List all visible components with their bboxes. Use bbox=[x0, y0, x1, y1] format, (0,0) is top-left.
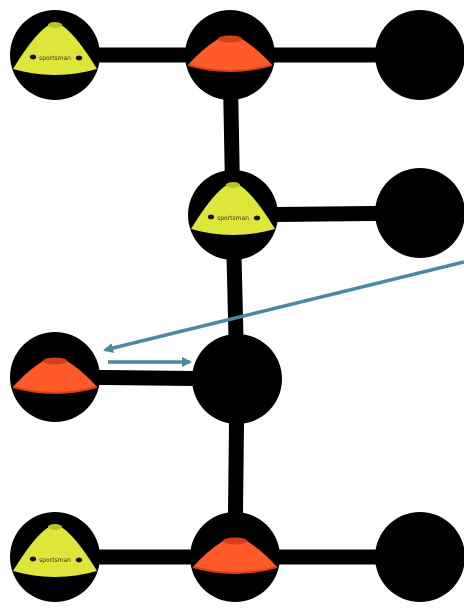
cone-brand-label: sportsman bbox=[39, 55, 71, 62]
node-n7 bbox=[192, 334, 282, 424]
yellow-cone-icon: sportsman bbox=[13, 22, 97, 75]
node-n3 bbox=[375, 10, 464, 100]
connector-lines bbox=[54, 47, 421, 565]
node-n6 bbox=[10, 332, 100, 422]
yellow-cone-icon: sportsman bbox=[13, 524, 97, 577]
node-n9 bbox=[190, 512, 280, 602]
node-n5 bbox=[375, 168, 464, 258]
node-circle bbox=[375, 168, 464, 258]
cone-brand-label: sportsman bbox=[39, 557, 71, 564]
cone-brand-label: sportsman bbox=[217, 215, 249, 222]
movement-arrows bbox=[103, 260, 464, 367]
node-n8: sportsman bbox=[10, 512, 100, 602]
node-n2 bbox=[185, 10, 275, 100]
node-circle bbox=[375, 512, 464, 602]
node-n1: sportsman bbox=[10, 10, 100, 100]
yellow-cone-icon: sportsman bbox=[191, 182, 275, 235]
orange-cone-icon bbox=[12, 357, 98, 394]
node-n4: sportsman bbox=[188, 170, 278, 260]
orange-cone-icon bbox=[187, 35, 273, 72]
node-circle bbox=[192, 334, 282, 424]
node-n10 bbox=[375, 512, 464, 602]
movement-arrow bbox=[103, 260, 464, 353]
nodes: sportsman sportsman sportsman bbox=[10, 10, 464, 602]
node-circle bbox=[375, 10, 464, 100]
orange-cone-icon bbox=[192, 537, 278, 574]
